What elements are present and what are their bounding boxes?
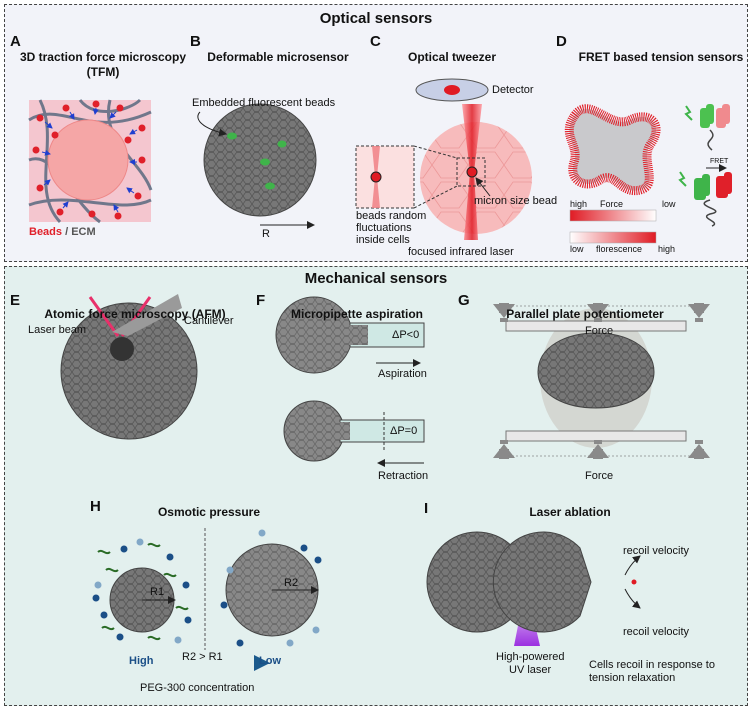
parallel-plate-illustration — [493, 303, 710, 459]
microsensor-title: Deformable microsensor — [207, 50, 349, 64]
tfm-legend-beads: Beads — [29, 226, 63, 238]
recoil-explanation-line1: Cells recoil in response to — [589, 659, 715, 671]
panel-letter-f: F — [256, 292, 266, 309]
laser-beam-label: Laser beam — [28, 324, 87, 336]
osmotic-title: Osmotic pressure — [157, 505, 261, 519]
panel-letter-d: D — [556, 33, 567, 50]
uv-laser-label-line2: UV laser — [509, 664, 552, 676]
parallel-plate-title: Parallel plate potentiometer — [506, 307, 664, 321]
cantilever-label: Cantilever — [184, 315, 234, 327]
laser-ablation-illustration — [426, 531, 641, 646]
micropipette-illustration — [275, 296, 425, 467]
embedded-beads-label: Embedded fluorescent beads — [192, 97, 336, 109]
fret-label: FRET — [710, 158, 729, 165]
r2-label: R2 — [284, 577, 299, 589]
recoil-explanation-line2: tension relaxation — [589, 672, 676, 684]
mechanical-sensors-header: Mechanical sensors — [304, 270, 448, 287]
retraction-label: Retraction — [378, 470, 429, 482]
detector-label: Detector — [492, 84, 534, 96]
recoil-velocity-label-bottom: recoil velocity — [623, 626, 690, 638]
tfm-legend: Beads / ECM — [29, 226, 96, 238]
panel-letter-h: H — [90, 498, 101, 515]
radius-label: R — [262, 228, 270, 240]
florescence-label: florescence — [596, 244, 643, 254]
delta-p-negative-label: ΔP<0 — [392, 329, 420, 341]
fret-title: FRET based tension sensors — [578, 50, 744, 64]
optical-tweezer-illustration — [355, 78, 532, 240]
low-label: Low — [259, 655, 281, 667]
micropipette-title: Micropipette aspiration — [290, 307, 424, 321]
tfm-illustration — [28, 98, 153, 224]
panel-letter-e: E — [10, 292, 21, 309]
florescence-high-label: high — [658, 244, 676, 254]
tfm-legend-ecm: ECM — [71, 226, 96, 238]
delta-p-zero-label: ΔP=0 — [390, 425, 418, 437]
force-scale-label: Force — [600, 199, 624, 209]
uv-laser-label-line1: High-powered — [496, 651, 565, 663]
fret-illustration — [564, 104, 732, 244]
tfm-legend-separator: / — [62, 226, 72, 238]
panel-letter-i: I — [424, 500, 429, 517]
peg-concentration-label: PEG-300 concentration — [140, 682, 255, 694]
force-bottom-label: Force — [585, 470, 614, 482]
micron-bead-label: micron size bead — [474, 195, 558, 207]
afm-illustration — [60, 294, 198, 440]
florescence-low-label: low — [570, 244, 584, 254]
optical-sensors-header: Optical sensors — [319, 10, 433, 27]
panel-letter-a: A — [10, 33, 21, 50]
aspiration-label: Aspiration — [378, 368, 427, 380]
fluctuations-label-line2: fluctuations — [356, 222, 412, 234]
recoil-velocity-label-top: recoil velocity — [623, 545, 690, 557]
force-low-label: low — [662, 199, 676, 209]
microsensor-illustration — [197, 103, 317, 229]
tfm-title-line1: 3D traction force microscopy — [19, 50, 187, 64]
r1-label: R1 — [150, 586, 165, 598]
panel-letter-b: B — [190, 33, 201, 50]
fluctuations-label-line3: inside cells — [356, 234, 410, 246]
osmotic-pressure-illustration — [92, 528, 322, 671]
optical-tweezer-title: Optical tweezer — [407, 50, 497, 64]
afm-title: Atomic force microscopy (AFM) — [44, 307, 226, 321]
infrared-laser-label: focused infrared laser — [408, 246, 514, 258]
panel-letter-g: G — [458, 292, 470, 309]
laser-ablation-title: Laser ablation — [529, 505, 611, 519]
radius-relation-label: R2 > R1 — [182, 651, 223, 663]
force-top-label: Force — [585, 325, 614, 337]
panel-letter-c: C — [370, 33, 381, 50]
force-high-label: high — [570, 199, 588, 209]
fluctuations-label-line1: beads random — [356, 210, 427, 222]
high-label: High — [129, 655, 154, 667]
tfm-title-line2: (TFM) — [86, 65, 120, 79]
